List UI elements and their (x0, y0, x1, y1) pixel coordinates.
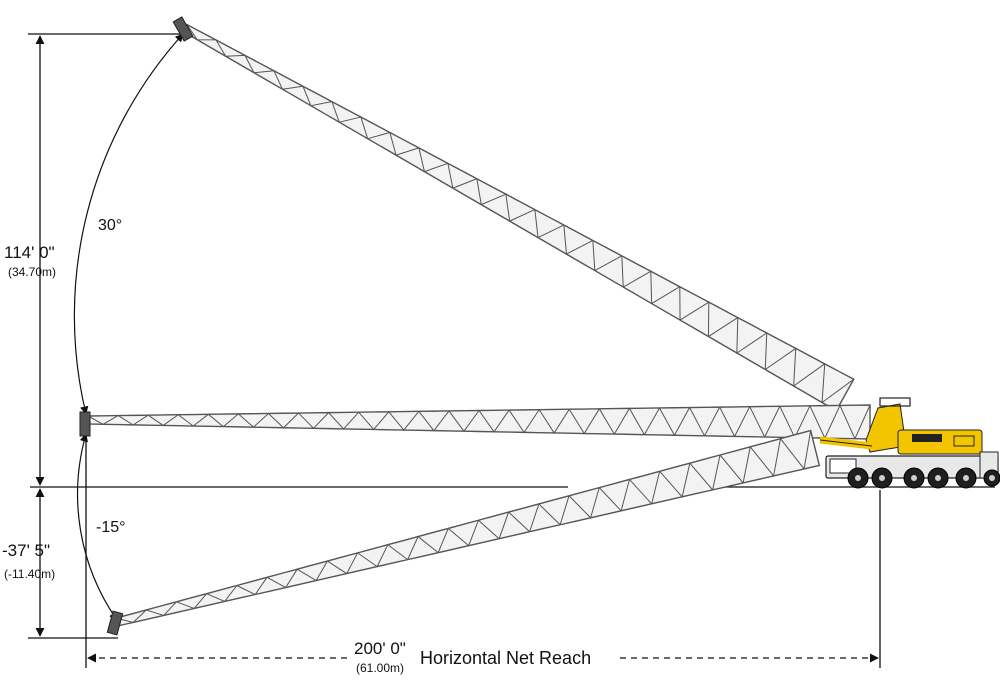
crane-cab (865, 403, 907, 453)
crane-wheels (847, 467, 1000, 489)
boom-tip-upper (172, 16, 194, 42)
crane-carrier (819, 397, 1000, 489)
angle-down-label: -15° (96, 519, 126, 536)
angle-arc-down (76, 433, 118, 621)
boom-horizontal (87, 404, 871, 440)
boom-tips (79, 16, 194, 636)
height-dimension-lines (28, 33, 183, 639)
height-down-metric: (-11.40m) (4, 567, 55, 581)
reach-label: 200' 0" (354, 639, 406, 658)
reach-metric: (61.00m) (356, 661, 404, 675)
height-up-metric: (34.70m) (8, 265, 56, 279)
angle-up-label: 30° (98, 217, 122, 234)
reach-caption: Horizontal Net Reach (420, 648, 591, 668)
height-up-label: 114' 0" (4, 243, 55, 262)
boom-upper (182, 23, 855, 412)
angle-arc-up (73, 33, 184, 415)
boom-tip-low (106, 610, 124, 636)
angle-arcs (73, 33, 184, 621)
height-down-label: -37' 5" (2, 541, 50, 560)
boom-tip-mid (79, 411, 91, 437)
reach-dimension-lines (85, 436, 881, 668)
boom-lower (115, 429, 821, 627)
